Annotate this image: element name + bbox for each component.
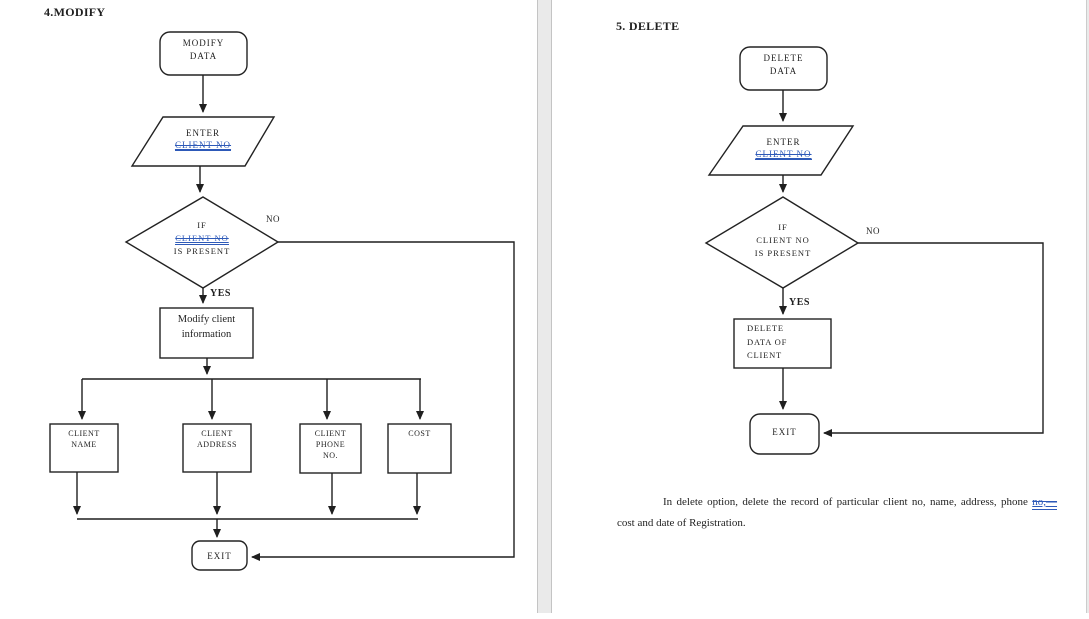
modify-no-loop-connector [251, 241, 515, 561]
modify-yes-label: YES [210, 288, 231, 299]
delete-paragraph-deleted-text: no,— [1032, 496, 1058, 510]
delete-input-deleted-text: CLIENT NO [755, 148, 812, 161]
modify-decision-deleted-text: CLIENT NO [175, 232, 229, 245]
delete-exit-terminator-shape [749, 413, 820, 455]
delete-paragraph-line2: cost and date of Registration. [617, 517, 746, 529]
modify-process-shape [159, 307, 254, 359]
delete-section-heading: 5. DELETE [616, 19, 680, 33]
client-name-box-label: CLIENT NAME [68, 429, 100, 450]
delete-input-label: ENTER CLIENT NO [726, 137, 841, 161]
modify-decision-line3: IS PRESENT [173, 245, 231, 256]
client-name-box-shape [49, 423, 119, 473]
modify-section-heading: 4.MODIFY [44, 5, 106, 19]
delete-process-shape [733, 318, 832, 369]
delete-input-parallelogram-shape [707, 125, 855, 176]
delete-description-paragraph: In delete option, delete the record of p… [617, 492, 1058, 534]
cost-box-label: COST [408, 429, 431, 438]
delete-no-loop-connector [823, 242, 1044, 437]
page-gap-divider [537, 0, 552, 613]
modify-no-label: NO [266, 214, 280, 224]
modify-start-terminator-label: MODIFY DATA [182, 38, 225, 61]
client-address-box-shape [182, 423, 252, 473]
modify-process-label: Modify client information [177, 314, 236, 341]
client-address-box-label: CLIENT ADDRESS [197, 429, 237, 450]
delete-start-terminator-label: DELETE DATA [763, 53, 804, 76]
delete-no-label: NO [866, 226, 880, 236]
client-phone-box-label: CLIENT PHONE NO. [314, 429, 347, 461]
modify-input-parallelogram-shape [130, 116, 276, 167]
modify-decision-line1: IF [197, 220, 207, 230]
cost-box-shape [387, 423, 452, 474]
delete-decision-label: IF CLIENT NO IS PRESENT [754, 222, 812, 259]
right-page-edge [1086, 0, 1089, 613]
client-phone-box-shape [299, 423, 362, 474]
delete-input-line1: ENTER [766, 137, 801, 147]
delete-paragraph-text: In delete option, delete the record of p… [663, 496, 1028, 508]
delete-paragraph-line1: In delete option, delete the record of p… [617, 492, 1058, 513]
modify-decision-label: IF CLIENT NO IS PRESENT [147, 219, 257, 257]
delete-yes-label: YES [789, 297, 810, 308]
modify-input-label: ENTER CLIENT NO [148, 128, 258, 152]
modify-exit-terminator-shape [191, 540, 248, 571]
modify-exit-terminator-label: EXIT [207, 550, 232, 561]
modify-input-deleted-text: CLIENT NO [174, 139, 232, 152]
modify-input-line1: ENTER [186, 128, 220, 138]
delete-process-label: DELETE DATA OF CLIENT [747, 323, 788, 361]
delete-exit-terminator-label: EXIT [772, 427, 797, 437]
